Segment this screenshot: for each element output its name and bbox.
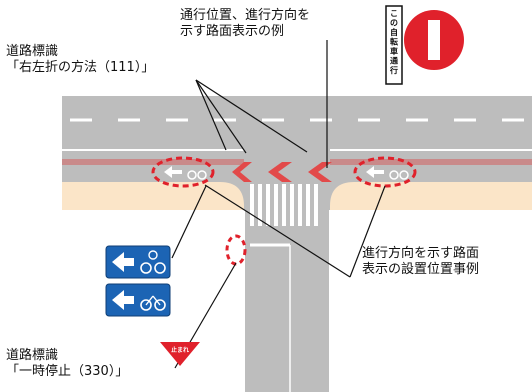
bike-mark-side — [225, 234, 247, 266]
label-road-sign-stop-line2: 「一時停止（330）」 — [6, 364, 129, 379]
chevron-arrow-3 — [308, 162, 332, 182]
bike-lane-left — [62, 159, 244, 165]
label-road-sign-turn: 道路標識 「右左折の方法（111）」 — [6, 44, 154, 76]
chevron-arrow-1 — [232, 162, 252, 182]
label-placement-example: 進行方向を示す路面 表示の設置位置事例 — [362, 246, 479, 278]
bike-lane-right — [330, 159, 532, 165]
leader-turn-sign-blue — [171, 185, 207, 259]
crosswalk — [250, 184, 318, 226]
supplementary-sign-text: この自転車通行 — [389, 9, 398, 75]
label-road-sign-turn-line1: 道路標識 — [6, 44, 59, 59]
stop-sign: 止まれ — [160, 342, 200, 366]
label-placement-example-line2: 表示の設置位置事例 — [362, 262, 480, 277]
corner-right — [330, 182, 354, 206]
blue-sign-bicycle — [105, 283, 171, 317]
label-pavement-example-line1: 通行位置、進行方向を — [180, 8, 311, 23]
label-road-sign-stop: 道路標識 「一時停止（330）」 — [6, 348, 128, 380]
supplementary-sign-char: の — [390, 19, 398, 28]
stop-sign-text: 止まれ — [171, 346, 189, 354]
leader-turn-sign-b — [195, 79, 227, 151]
label-placement-example-line1: 進行方向を示す路面 — [362, 246, 480, 261]
supplementary-sign-char: 車 — [390, 46, 398, 56]
blue-sign-bicycle-pedestrian — [105, 245, 171, 279]
supplementary-sign-char: 通 — [390, 56, 398, 66]
corner-left — [220, 182, 244, 206]
leader-turn-sign-a — [195, 79, 247, 154]
bike-mark-left — [151, 156, 215, 188]
sidewalk-left — [62, 182, 244, 210]
label-road-sign-stop-line1: 道路標識 — [6, 348, 59, 363]
leader-lines — [171, 40, 386, 369]
leader-placement-a — [204, 184, 351, 278]
chevron-arrows — [232, 162, 332, 182]
no-entry-sign — [404, 10, 464, 70]
leader-placement-b — [349, 185, 386, 278]
supplementary-sign: この自転車通行 — [385, 5, 403, 85]
label-pavement-example: 通行位置、進行方向を 示す路面表示の例 — [180, 8, 310, 40]
leader-turn-sign-c — [195, 79, 308, 153]
label-road-sign-turn-line2: 「右左折の方法（111）」 — [6, 60, 155, 75]
supplementary-sign-char: 自 — [390, 27, 398, 37]
supplementary-sign-char: 行 — [389, 65, 398, 75]
chevron-arrow-2 — [268, 162, 292, 182]
sidewalk-right — [330, 182, 532, 210]
supplementary-sign-char: 転 — [390, 37, 398, 47]
label-pavement-example-line2: 示す路面表示の例 — [180, 24, 285, 39]
supplementary-sign-char: こ — [390, 9, 398, 18]
main-road — [62, 96, 532, 182]
